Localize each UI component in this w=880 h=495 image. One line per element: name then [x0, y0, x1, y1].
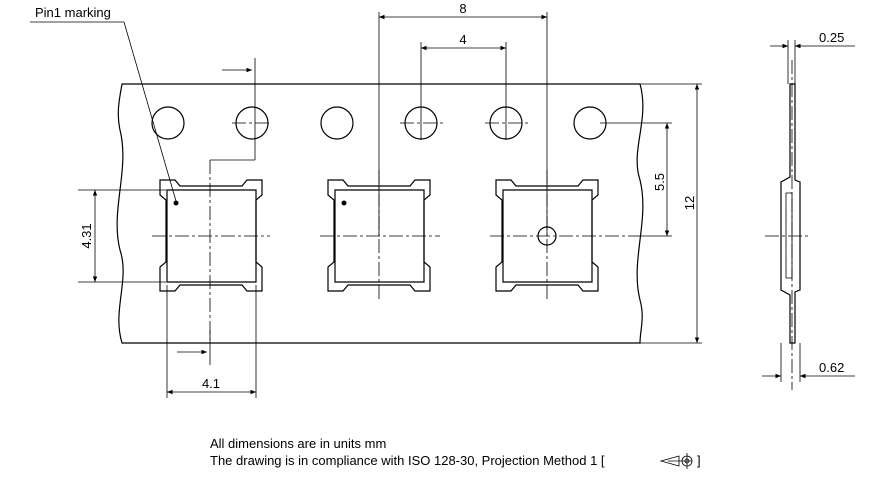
pitch-label: 8	[459, 1, 466, 16]
dim-pocket-width: 4.1	[166, 285, 257, 398]
tape-width-label: 12	[682, 196, 697, 210]
projection-method-icon: ]	[659, 453, 701, 469]
units-note: All dimensions are in units mm	[210, 436, 386, 451]
side-section-view: 0.25 0.62	[762, 30, 855, 390]
dim-hole-pitch: 4	[420, 32, 507, 140]
dim-tape-width: 12	[640, 83, 702, 344]
dim-row-offset: 5.5	[600, 122, 672, 237]
svg-text:]: ]	[697, 453, 701, 468]
dim-pocket-height: 4.31	[78, 189, 166, 283]
dim-pitch: 8	[378, 1, 548, 236]
carrier-tape	[116, 83, 644, 344]
pin1-label: Pin1 marking	[35, 5, 111, 20]
iso-note: The drawing is in compliance with ISO 12…	[210, 453, 605, 468]
hole-pitch-label: 4	[459, 32, 466, 47]
section-arrows	[177, 58, 256, 365]
pocket-depth-label: 0.62	[819, 360, 844, 375]
row-offset-label: 5.5	[652, 173, 667, 191]
pocket-width-label: 4.1	[202, 376, 220, 391]
pin1-dot	[173, 200, 179, 206]
tape-thickness-label: 0.25	[819, 30, 844, 45]
pocket-2	[327, 179, 431, 292]
center-lines	[152, 122, 640, 340]
pocket-height-label: 4.31	[79, 223, 94, 248]
pocket-1	[159, 179, 263, 292]
pin1-callout: Pin1 marking	[30, 5, 177, 202]
